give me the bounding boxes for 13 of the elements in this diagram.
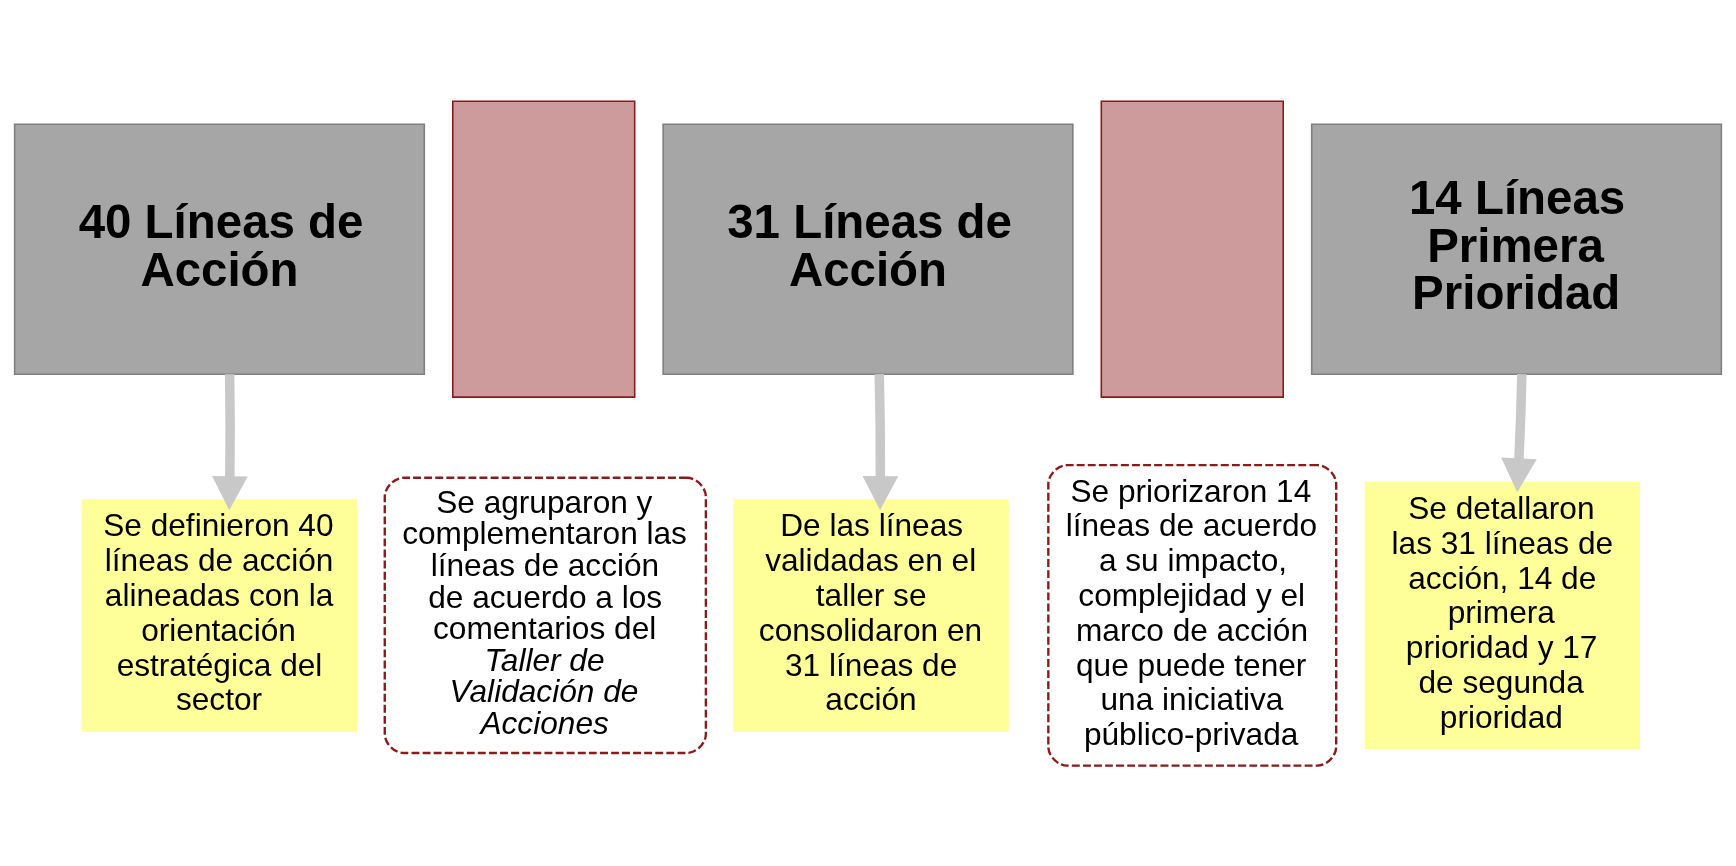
node-box: De las líneas validadas en el taller se consolidaron en 31 líneas de acción xyxy=(733,498,1009,732)
node-box xyxy=(1100,100,1284,398)
node-box: Se detallaron las 31 líneas de acción, 14 de primera prioridad y 17 de segunda prioridad xyxy=(1364,481,1640,749)
node-box: 31 Líneas de Acción xyxy=(662,122,1074,375)
node-box xyxy=(452,100,636,398)
arrow xyxy=(1501,373,1537,492)
node-box: 40 Líneas de Acción xyxy=(13,122,426,375)
arrow xyxy=(212,373,248,510)
node-box: Se definieron 40 líneas de acción alineadas con la orientación estratégica del sector xyxy=(81,498,358,732)
node-box: Se priorizaron 14 líneas de acuerdo a su impacto, complejidad y el marco de acción que puede tener una iniciativa público-privada xyxy=(1047,463,1338,767)
node-box: 14 Líneas Primera Prioridad xyxy=(1310,122,1723,375)
node-box: Se agruparon y complementaron las líneas de acción de acuerdo a los comentarios del Taller de Validación de Acciones xyxy=(383,476,708,754)
arrow xyxy=(862,373,899,510)
